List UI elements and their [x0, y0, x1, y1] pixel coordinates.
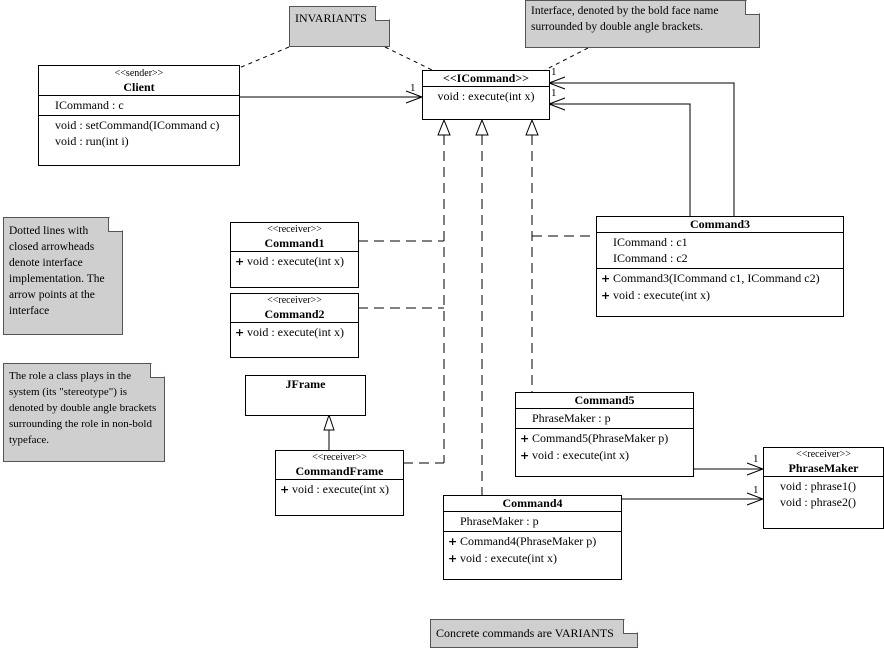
note-invariants: INVARIANTS — [289, 6, 390, 47]
class-commandframe[interactable]: <<receiver>> CommandFrame +void : execut… — [275, 450, 404, 516]
class-command1[interactable]: <<receiver>> Command1 +void : execute(in… — [230, 222, 359, 288]
attribute: ICommand : c — [55, 98, 124, 112]
multiplicity-label: 1 — [753, 484, 759, 496]
class-name: JFrame — [285, 377, 326, 391]
note-text: INVARIANTS — [295, 11, 367, 25]
class-jframe[interactable]: JFrame — [245, 375, 366, 416]
public-icon: + — [448, 535, 458, 548]
note-interface: Interface, denoted by the bold face name… — [525, 0, 760, 48]
method: void : setCommand(ICommand c) — [55, 118, 220, 132]
attribute: PhraseMaker : p — [460, 514, 539, 528]
interface-name: <<ICommand>> — [442, 71, 530, 85]
method: void : execute(int x) — [247, 325, 344, 339]
public-icon: + — [520, 432, 530, 445]
inheritance-arrowhead — [323, 413, 335, 431]
public-icon: + — [280, 483, 290, 496]
class-name: PhraseMaker — [788, 461, 859, 475]
attribute: ICommand : c2 — [613, 251, 688, 265]
association-client-icommand — [239, 90, 424, 104]
multiplicity-label: 1 — [551, 87, 557, 99]
stereotype-label: <<receiver>> — [267, 224, 322, 235]
public-icon: + — [448, 552, 458, 565]
stereotype-label: <<receiver>> — [267, 295, 322, 306]
class-name: Command4 — [502, 496, 563, 510]
class-command4[interactable]: Command4 PhraseMaker : p +Command4(Phras… — [443, 495, 622, 580]
class-name: Command5 — [574, 393, 635, 407]
note-link-interface — [544, 47, 589, 71]
class-client[interactable]: <<sender>> Client ICommand : c void : se… — [38, 65, 240, 166]
realization-line-1 — [358, 135, 445, 464]
note-text: The role a class plays in the system (it… — [9, 370, 157, 446]
attribute: PhraseMaker : p — [532, 411, 611, 425]
multiplicity-label: 1 — [551, 66, 557, 78]
stereotype-label: <<sender>> — [114, 68, 164, 79]
note-role: The role a class plays in the system (it… — [3, 363, 165, 462]
class-name: Command2 — [264, 307, 325, 321]
note-variants: Concrete commands are VARIANTS — [430, 619, 638, 648]
stereotype-label: <<receiver>> — [312, 452, 367, 463]
public-icon: + — [601, 289, 611, 302]
class-phrasemaker[interactable]: <<receiver>> PhraseMaker void : phrase1(… — [763, 447, 884, 529]
method: Command3(ICommand c1, ICommand c2) — [613, 271, 820, 285]
stereotype-label: <<receiver>> — [796, 449, 851, 460]
class-command5[interactable]: Command5 PhraseMaker : p +Command5(Phras… — [515, 392, 694, 477]
realization-arrowhead — [437, 118, 539, 136]
note-link-invariants-client — [238, 46, 290, 69]
class-name: Command3 — [689, 217, 750, 231]
method: void : execute(int x) — [437, 89, 535, 103]
multiplicity-label: 1 — [410, 82, 416, 94]
public-icon: + — [235, 326, 245, 339]
note-text: Interface, denoted by the bold face name… — [531, 5, 719, 33]
method: void : execute(int x) — [613, 288, 710, 302]
class-command2[interactable]: <<receiver>> Command2 +void : execute(in… — [230, 293, 359, 358]
method: void : execute(int x) — [460, 551, 557, 565]
attribute: ICommand : c1 — [613, 235, 688, 249]
method: void : phrase1() — [780, 479, 856, 493]
interface-icommand[interactable]: <<ICommand>> void : execute(int x) — [422, 70, 550, 120]
association-command3-c1 — [547, 76, 735, 216]
method: void : execute(int x) — [292, 482, 389, 496]
note-text: Dotted lines with closed arrowheads deno… — [9, 225, 105, 317]
method: void : execute(int x) — [247, 254, 344, 268]
method: Command5(PhraseMaker p) — [532, 431, 669, 445]
class-name: Client — [123, 80, 155, 94]
method: Command4(PhraseMaker p) — [460, 534, 597, 548]
note-text: Concrete commands are VARIANTS — [436, 626, 614, 640]
note-dotted-lines: Dotted lines with closed arrowheads deno… — [3, 217, 123, 335]
public-icon: + — [235, 255, 245, 268]
realization-line-3 — [531, 135, 596, 392]
class-name: Command1 — [264, 236, 325, 250]
public-icon: + — [520, 449, 530, 462]
class-name: CommandFrame — [295, 464, 384, 478]
method: void : phrase2() — [780, 495, 856, 509]
class-command3[interactable]: Command3 ICommand : c1 ICommand : c2 +Com… — [596, 216, 844, 317]
note-link-invariants-icommand — [384, 46, 433, 71]
association-command3-c2 — [547, 97, 691, 216]
method: void : run(int i) — [55, 134, 129, 148]
method: void : execute(int x) — [532, 448, 629, 462]
association-command4-phrasemaker — [621, 492, 765, 506]
multiplicity-label: 1 — [753, 453, 759, 465]
public-icon: + — [601, 272, 611, 285]
